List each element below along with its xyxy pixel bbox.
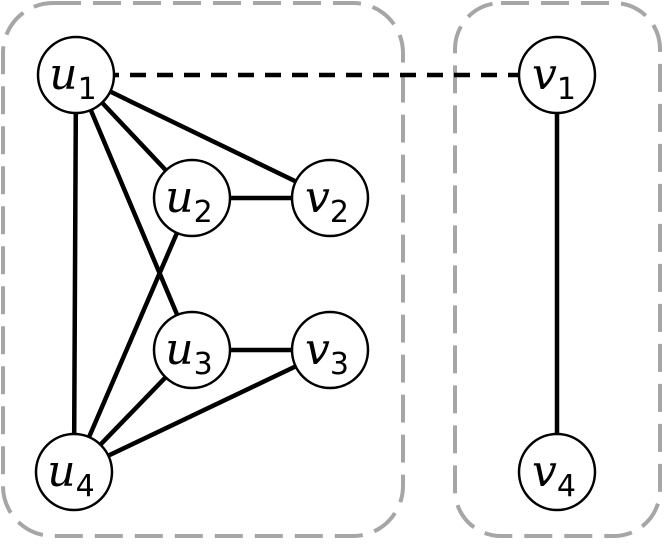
node-label: v4 bbox=[532, 446, 576, 504]
node-v4: v4 bbox=[517, 432, 597, 512]
node-letter: v bbox=[305, 324, 330, 375]
node-circle bbox=[36, 35, 116, 115]
node-circle bbox=[517, 432, 597, 512]
node-label: v1 bbox=[532, 49, 576, 107]
node-label: v3 bbox=[305, 324, 349, 382]
node-subscript: 2 bbox=[330, 195, 349, 230]
node-u3: u3 bbox=[152, 310, 232, 390]
node-subscript: 4 bbox=[76, 469, 95, 504]
node-letter: u bbox=[165, 172, 193, 223]
node-circle bbox=[152, 158, 232, 238]
node-letter: u bbox=[165, 324, 193, 375]
node-label: u4 bbox=[47, 446, 94, 504]
node-letter: u bbox=[49, 49, 77, 100]
node-u4: u4 bbox=[34, 432, 114, 512]
left-cluster bbox=[1, 1, 405, 538]
node-circle bbox=[290, 158, 370, 238]
edge-u1-u4 bbox=[71, 72, 79, 475]
node-letter: v bbox=[532, 49, 557, 100]
edge-v3-u4 bbox=[71, 347, 333, 475]
node-subscript: 1 bbox=[78, 72, 97, 107]
edge-u1-u3 bbox=[73, 72, 195, 353]
node-v1: v1 bbox=[517, 35, 597, 115]
node-u1: u1 bbox=[36, 35, 116, 115]
edge-u1-v2 bbox=[73, 72, 333, 201]
node-subscript: 1 bbox=[557, 72, 576, 107]
node-subscript: 4 bbox=[557, 469, 576, 504]
edges-layer bbox=[71, 72, 560, 475]
node-label: u2 bbox=[165, 172, 212, 230]
node-label: u1 bbox=[49, 49, 96, 107]
node-letter: u bbox=[47, 446, 75, 497]
node-circle bbox=[290, 310, 370, 390]
node-label: u3 bbox=[165, 324, 212, 382]
node-label: v2 bbox=[305, 172, 349, 230]
edge-u2-u4 bbox=[71, 195, 195, 475]
right-cluster bbox=[453, 1, 662, 538]
node-u2: u2 bbox=[152, 158, 232, 238]
node-v3: v3 bbox=[290, 310, 370, 390]
node-v2: v2 bbox=[290, 158, 370, 238]
node-letter: v bbox=[305, 172, 330, 223]
node-subscript: 2 bbox=[194, 195, 213, 230]
node-circle bbox=[152, 310, 232, 390]
node-subscript: 3 bbox=[330, 347, 349, 382]
node-circle bbox=[34, 432, 114, 512]
node-circle bbox=[517, 35, 597, 115]
node-letter: v bbox=[532, 446, 557, 497]
node-subscript: 3 bbox=[194, 347, 213, 382]
